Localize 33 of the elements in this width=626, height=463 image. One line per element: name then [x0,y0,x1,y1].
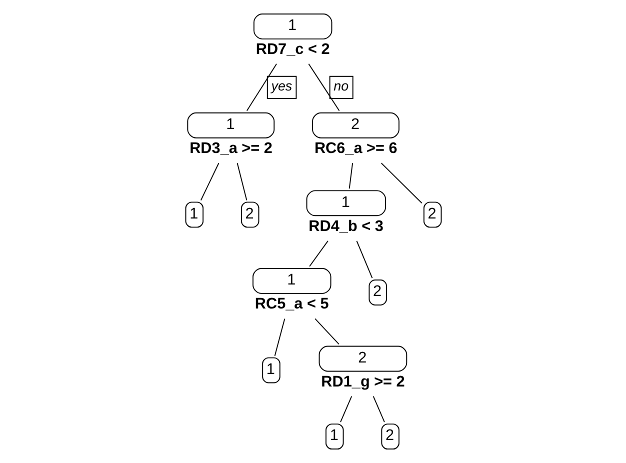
node-label: RD1_g >= 2 [320,373,404,390]
connector [314,318,339,345]
connector [308,240,328,267]
connector [356,240,372,279]
node-box: 2 [380,424,399,450]
node-label: RC6_a >= 6 [314,140,397,158]
connector [274,318,285,356]
connector [372,396,384,422]
connector [200,162,219,201]
node-box: 2 [312,112,399,138]
node-box: 1 [325,424,344,450]
connector [348,162,353,190]
connector [380,162,422,204]
node-box: 1 [252,268,331,294]
node-label: RC5_a < 5 [254,296,328,313]
node-label: RD7_c < 2 [255,41,330,58]
connector [246,63,277,112]
edge-label: yes [270,78,292,94]
node-box: 1 [186,112,274,138]
connector [308,63,340,112]
connector [236,162,247,201]
node-box: 1 [184,202,204,228]
edge-label: no [333,78,348,94]
node-box: 1 [306,190,386,216]
node-label: RD4_b < 3 [308,218,383,235]
connector [340,396,352,422]
node-box: 1 [262,357,280,384]
node-box: 2 [318,346,407,372]
node-box: 1 [252,13,332,40]
node-box: 2 [240,202,259,228]
node-box: 2 [368,280,386,306]
node-label: RD3_a >= 2 [189,140,272,158]
node-box: 2 [422,202,442,228]
